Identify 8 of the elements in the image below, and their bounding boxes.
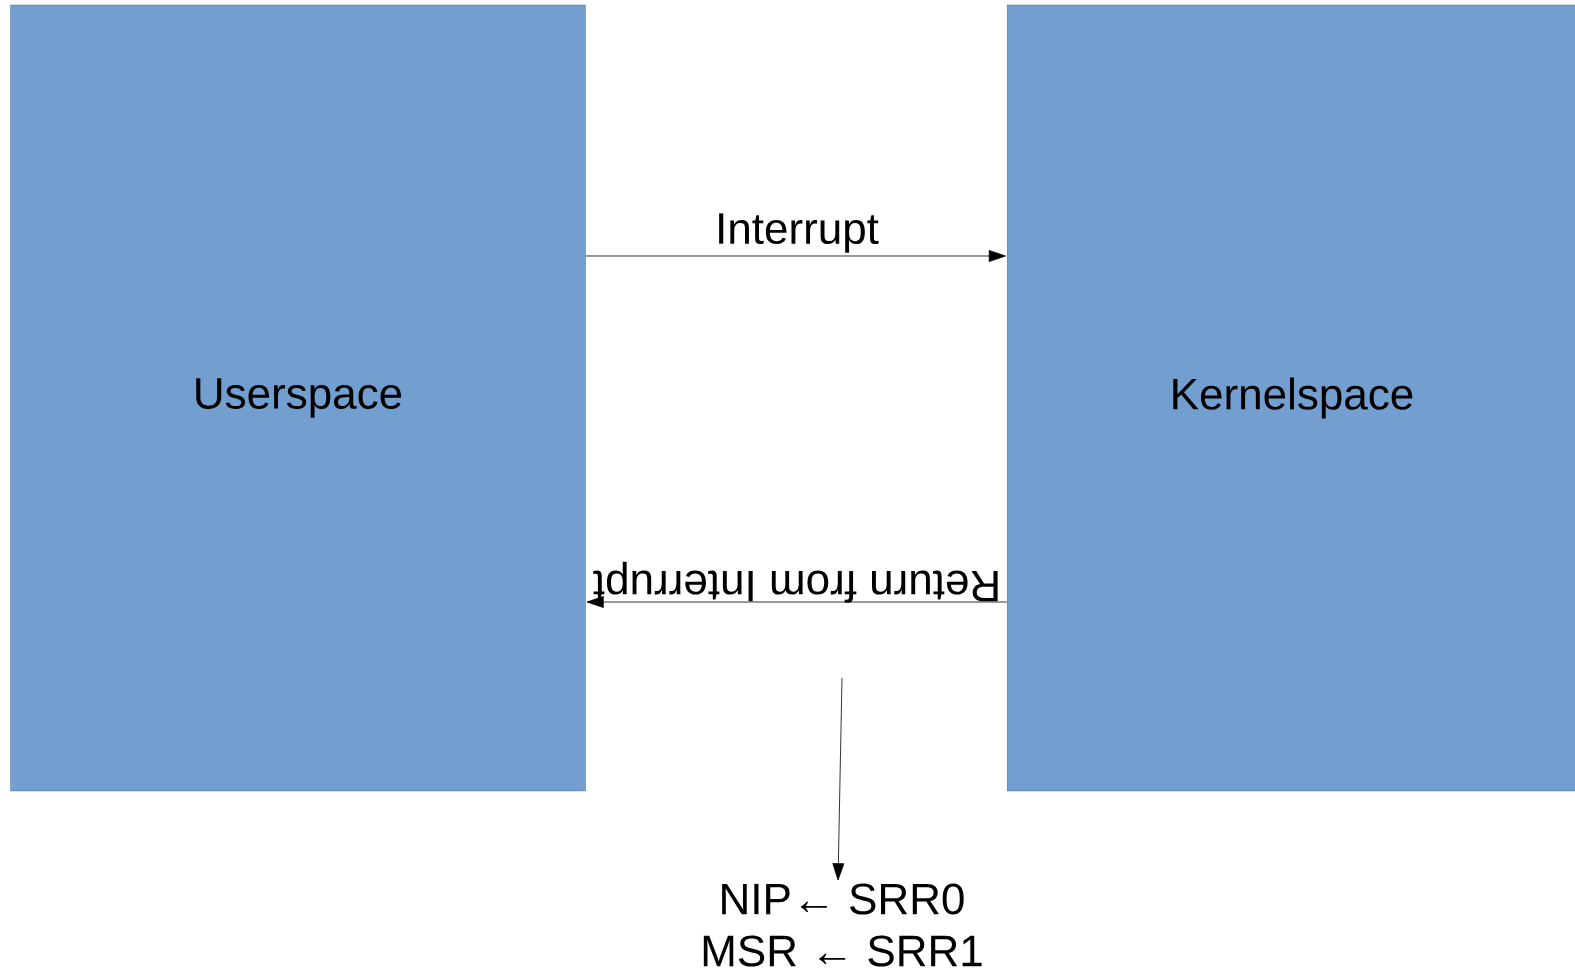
region-box: Userspace [10,4,586,792]
arrow [585,250,1006,262]
edge-label: Return from Interrupt [593,561,998,603]
region-box: Kernelspace [1006,4,1575,792]
arrow [832,677,845,881]
assignment-text: NIP← SRR0 MSR ← SRR1 [703,883,982,967]
edge-label: Interrupt [719,213,879,253]
arrow [586,596,1008,608]
